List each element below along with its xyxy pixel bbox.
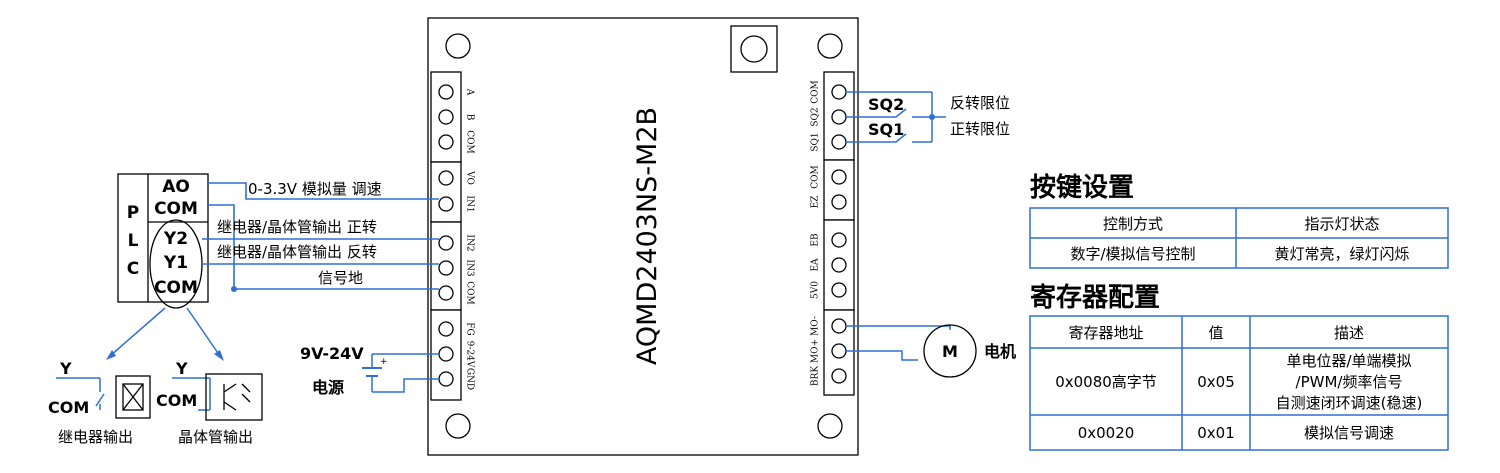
sq1-label: SQ1: [868, 120, 904, 139]
svg-text:COM: COM: [48, 398, 89, 417]
wire-label-reverse: 继电器/晶体管输出 反转: [217, 243, 377, 261]
output-arrows: [106, 307, 224, 361]
mount-hole-tl: [445, 33, 471, 59]
svg-text:EA: EA: [811, 258, 821, 272]
svg-text:5V0: 5V0: [811, 281, 821, 299]
transistor-output-caption: 晶体管输出: [178, 428, 253, 446]
svg-text:FG: FG: [465, 322, 475, 335]
mount-hole-bl: [445, 413, 471, 439]
svg-text:COM: COM: [465, 130, 475, 153]
svg-text:/PWM/频率信号: /PWM/频率信号: [1296, 373, 1403, 391]
limit-switches: SQ2 SQ1 反转限位 正转限位: [846, 91, 1010, 143]
plc-letter-c: C: [127, 259, 139, 279]
transistor-output: Y COM 晶体管输出: [156, 359, 263, 446]
svg-text:值: 值: [1208, 324, 1223, 342]
svg-text:Y: Y: [175, 359, 188, 378]
svg-text:IN2: IN2: [465, 234, 475, 251]
motor: M 电机: [846, 324, 1016, 378]
plc-outline: [117, 173, 209, 303]
mount-hole-tr: [817, 33, 843, 59]
relay-output: Y COM 继电器输出: [48, 359, 151, 446]
board-model: AQMD2403NS-M2B: [632, 107, 663, 365]
svg-text:0x0080高字节: 0x0080高字节: [1055, 373, 1157, 391]
power-label: 电源: [312, 378, 344, 397]
relay-output-caption: 继电器输出: [58, 428, 133, 446]
svg-text:GND: GND: [465, 368, 475, 390]
motor-label: 电机: [984, 342, 1016, 361]
forward-limit-label: 正转限位: [950, 120, 1010, 138]
svg-text:自测速闭环调速(稳速): 自测速闭环调速(稳速): [1276, 394, 1423, 412]
svg-text:COM: COM: [465, 281, 475, 304]
svg-text:M: M: [942, 342, 958, 361]
svg-text:A: A: [465, 88, 475, 96]
svg-text:Y: Y: [59, 359, 72, 378]
svg-text:IN3: IN3: [465, 259, 475, 276]
register-config-table: 寄存器地址 值 描述 0x0080高字节 0x05 单电位器/单端模拟 /PWM…: [1029, 315, 1449, 451]
svg-text:MO+: MO+: [811, 339, 821, 363]
power-voltage: 9V-24V: [300, 344, 364, 363]
svg-text:COM: COM: [811, 165, 821, 188]
board-outline: [427, 17, 859, 456]
plc-ao: AO: [162, 177, 190, 197]
wire-label-forward: 继电器/晶体管输出 正转: [217, 218, 377, 236]
key-button-outline: [730, 25, 778, 73]
svg-text:寄存器地址: 寄存器地址: [1068, 324, 1143, 342]
svg-text:BRK: BRK: [811, 366, 821, 386]
reverse-limit-label: 反转限位: [950, 94, 1010, 112]
svg-text:描述: 描述: [1334, 324, 1364, 342]
plc-letter-l: L: [128, 231, 139, 251]
left-terminal-labels: A B COM VO IN1 IN2 IN3 COM FG 9-24V GND: [465, 88, 475, 390]
key-button: [740, 35, 768, 63]
plc-y2: Y2: [163, 229, 188, 249]
motor-symbol: [923, 324, 977, 378]
plc-block: P L C AO COM Y2 Y1 COM: [117, 173, 209, 309]
wire-label-signal-ground: 信号地: [318, 269, 363, 287]
svg-text:0x0020: 0x0020: [1078, 424, 1135, 442]
plc-com-bottom: COM: [154, 278, 198, 298]
svg-text:0x01: 0x01: [1197, 424, 1235, 442]
sq2-label: SQ2: [868, 95, 904, 114]
svg-text:数字/模拟信号控制: 数字/模拟信号控制: [1070, 245, 1195, 263]
wire-label-analog: 0-3.3V 模拟量 调速: [248, 180, 382, 198]
left-terminal-blocks: [430, 71, 462, 401]
svg-text:MO-: MO-: [811, 316, 821, 336]
svg-text:EZ: EZ: [811, 196, 821, 209]
svg-text:SQ2: SQ2: [811, 107, 821, 126]
power-supply: + 9V-24V 电源: [300, 344, 439, 397]
plc-letter-p: P: [127, 203, 139, 223]
svg-text:9-24V: 9-24V: [465, 341, 475, 368]
svg-text:B: B: [465, 114, 475, 121]
svg-text:控制方式: 控制方式: [1103, 215, 1163, 233]
svg-text:黄灯常亮，绿灯闪烁: 黄灯常亮，绿灯闪烁: [1274, 245, 1409, 263]
plc-com-top: COM: [154, 199, 198, 219]
svg-text:COM: COM: [811, 80, 821, 103]
right-terminal-blocks: [823, 71, 855, 396]
key-settings-table: 控制方式 指示灯状态 数字/模拟信号控制 黄灯常亮，绿灯闪烁: [1029, 207, 1449, 269]
svg-text:模拟信号调速: 模拟信号调速: [1304, 424, 1394, 442]
svg-text:EB: EB: [811, 233, 821, 247]
svg-text:单电位器/单端模拟: 单电位器/单端模拟: [1286, 352, 1411, 370]
plc-y1: Y1: [163, 253, 188, 273]
svg-text:指示灯状态: 指示灯状态: [1304, 215, 1379, 233]
register-config-title: 寄存器配置: [1030, 282, 1160, 313]
svg-text:0x05: 0x05: [1197, 373, 1235, 391]
right-terminal-labels: COM SQ2 SQ1 COM EZ EB EA 5V0 MO- MO+ BRK: [811, 80, 821, 386]
mount-hole-br: [817, 413, 843, 439]
svg-text:IN1: IN1: [465, 195, 475, 212]
signal-wires: [202, 182, 439, 292]
svg-text:COM: COM: [156, 391, 197, 410]
key-settings-title: 按键设置: [1030, 172, 1134, 203]
svg-text:VO: VO: [465, 170, 475, 185]
svg-text:+: +: [380, 357, 388, 367]
svg-text:SQ1: SQ1: [811, 132, 821, 151]
